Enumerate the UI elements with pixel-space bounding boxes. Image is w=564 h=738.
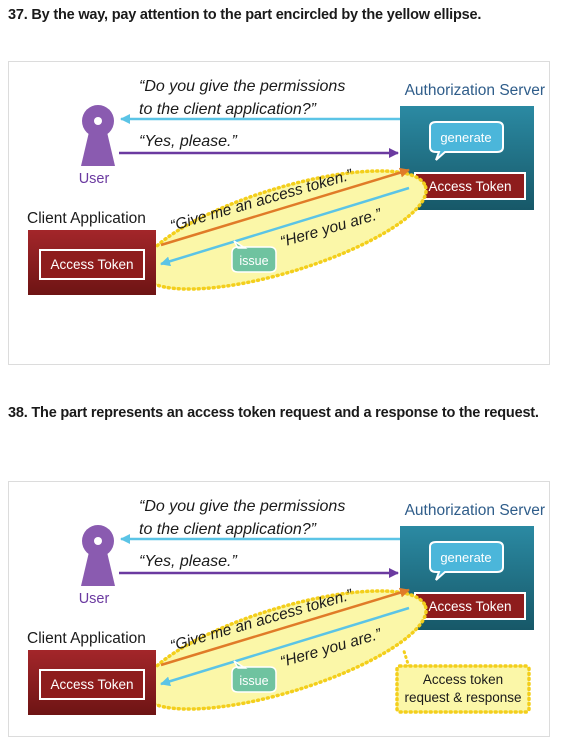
user-silhouette-icon <box>81 105 115 166</box>
speech-bubble-icon <box>231 240 277 273</box>
oauth-diagram-38: Authorization Server generate Access Tok… <box>27 498 545 715</box>
token-request-arrow <box>160 167 410 247</box>
authorization-server-label: Authorization Server <box>405 82 545 99</box>
callout-box <box>395 664 531 714</box>
step-37-heading: 37. By the way, pay attention to the par… <box>8 7 482 23</box>
server-access-token-label: Access Token <box>428 599 511 614</box>
client-access-token-label: Access Token <box>50 257 133 272</box>
user-silhouette-icon <box>81 525 115 586</box>
server-access-token-box <box>414 172 526 200</box>
token-response-arrow <box>160 186 410 267</box>
issue-label: issue <box>239 674 268 688</box>
client-access-token-box <box>39 669 145 700</box>
step-38-heading: 38. The part represents an access token … <box>8 405 539 421</box>
client-access-token-label: Access Token <box>50 677 133 692</box>
callout-pointer <box>401 646 411 669</box>
answer-text: “Yes, please.” <box>139 553 238 570</box>
generate-label: generate <box>440 550 491 565</box>
authorization-server-label: Authorization Server <box>405 502 545 519</box>
client-application-label: Client Application <box>27 210 146 227</box>
oauth-diagram-37: Authorization Server generate Access Tok… <box>27 78 545 295</box>
server-access-token-label: Access Token <box>428 179 511 194</box>
speech-bubble-icon <box>429 541 504 581</box>
token-request-arrow <box>160 587 410 667</box>
user-label: User <box>79 591 110 607</box>
client-application-label: Client Application <box>27 630 146 647</box>
generate-label: generate <box>440 130 491 145</box>
answer-text: “Yes, please.” <box>139 133 238 150</box>
callout-line-2: request & response <box>404 690 521 705</box>
question-line-1: “Do you give the permissions <box>139 498 345 515</box>
diagram-panel-37: Authorization Server generate Access Tok… <box>8 61 550 365</box>
diagram-panel-38: Authorization Server generate Access Tok… <box>8 481 550 737</box>
question-line-2: to the client application?” <box>139 101 317 118</box>
speech-bubble-icon <box>429 121 504 161</box>
client-access-token-box <box>39 249 145 280</box>
question-line-1: “Do you give the permissions <box>139 78 345 95</box>
speech-bubble-icon <box>231 660 277 693</box>
callout-line-1: Access token <box>423 672 503 687</box>
question-line-2: to the client application?” <box>139 521 317 538</box>
token-response-arrow <box>160 606 410 687</box>
issue-label: issue <box>239 254 268 268</box>
user-label: User <box>79 171 110 187</box>
